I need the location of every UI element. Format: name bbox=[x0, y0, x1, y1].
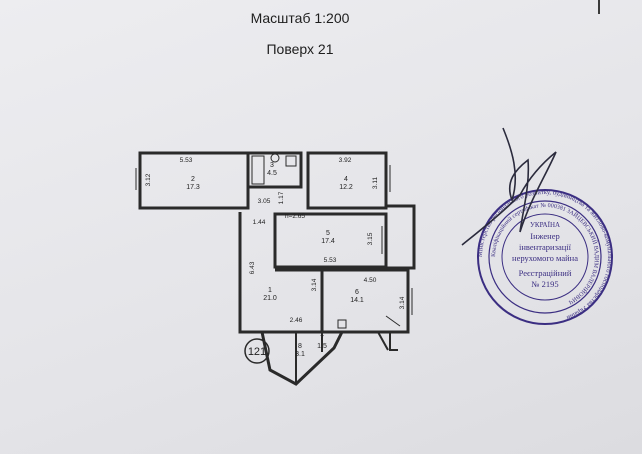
room-5-area: 17.4 bbox=[321, 238, 335, 245]
apartment-number: 121 bbox=[248, 346, 266, 358]
room-1-id: 1 bbox=[268, 287, 272, 294]
dim-room2-depth: 3.12 bbox=[145, 173, 152, 186]
room-5-id: 5 bbox=[326, 230, 330, 237]
room-4-id: 4 bbox=[344, 176, 348, 183]
page-edge bbox=[598, 0, 600, 14]
room-2-id: 2 bbox=[191, 176, 195, 183]
stamp-line-4: Реєстраційний bbox=[519, 268, 572, 278]
wing-stub bbox=[389, 332, 398, 351]
wing-walls bbox=[342, 331, 389, 351]
inspector-stamp: Міністерство регіонального розвитку, буд… bbox=[461, 127, 613, 325]
stamp-line-3: нерухомого майна bbox=[512, 253, 578, 263]
room-8-id: 8 bbox=[298, 343, 302, 350]
ceiling-height: h=2.65 bbox=[285, 213, 305, 220]
bathtub-icon bbox=[251, 155, 265, 185]
stamp-line-2: інвентаризації bbox=[519, 242, 572, 252]
dim-corridor-width: 1.44 bbox=[253, 219, 266, 226]
shaft-icon bbox=[337, 319, 347, 329]
sink-icon bbox=[270, 153, 280, 163]
stamp-inner-circle bbox=[501, 213, 589, 301]
toilet-icon bbox=[285, 155, 297, 167]
lower-block-walls bbox=[260, 331, 344, 386]
dim-room2-width: 5.53 bbox=[180, 157, 193, 164]
room-3-walls bbox=[246, 151, 303, 189]
dim-room3-width: 3.05 bbox=[258, 198, 271, 205]
room-labels: 2 17.3 3 4.5 4 12.2 5 17.4 1 21.0 6 14.1… bbox=[186, 162, 364, 358]
plan-windows bbox=[135, 165, 413, 315]
floor-label: Поверх 21 bbox=[266, 41, 334, 57]
room-1-area: 21.0 bbox=[263, 295, 277, 302]
dim-room6-width: 4.50 bbox=[364, 277, 377, 284]
apartment-number-circle bbox=[244, 338, 270, 364]
stamp-line-1: Інженер bbox=[530, 231, 559, 241]
dim-room3-depth: 1.17 bbox=[278, 191, 285, 204]
dim-room5-depth: 3.15 bbox=[367, 232, 374, 245]
room-4-area: 12.2 bbox=[339, 184, 353, 191]
dim-room6-depth: 3.14 bbox=[399, 296, 406, 309]
room-6-area: 14.1 bbox=[350, 297, 364, 304]
scale-label: Масштаб 1:200 bbox=[250, 10, 350, 26]
dim-room1-depth: 3.14 bbox=[311, 278, 318, 291]
dim-room1-width: 2.46 bbox=[290, 317, 303, 324]
dim-room4-depth: 3.11 bbox=[372, 177, 379, 190]
dim-room4-width: 3.92 bbox=[339, 157, 352, 164]
stamp-middle-circle bbox=[488, 200, 602, 314]
stamp-outer-circle bbox=[477, 189, 613, 325]
room-7-id: 7 bbox=[320, 335, 324, 342]
room-2-area: 17.3 bbox=[186, 184, 200, 191]
signature bbox=[461, 127, 557, 246]
room-5-walls bbox=[273, 212, 388, 269]
hall-left-wall bbox=[238, 212, 262, 334]
balcony-walls bbox=[386, 204, 416, 270]
stamp-line-5: № 2195 bbox=[531, 279, 558, 289]
room-8-area: 3.1 bbox=[295, 351, 305, 358]
room-3-area: 4.5 bbox=[267, 170, 277, 177]
room-7-area: 1.5 bbox=[317, 343, 327, 350]
bathroom-fixtures bbox=[251, 153, 401, 329]
stamp-top-label: УКРАЇНА bbox=[530, 221, 560, 229]
room-3-id: 3 bbox=[270, 162, 274, 169]
dim-room5-width: 5.53 bbox=[324, 257, 337, 264]
dimension-labels: 5.53 3.12 3.05 1.17 3.92 3.11 1.44 h=2.6… bbox=[145, 157, 406, 324]
room-6-id: 6 bbox=[355, 289, 359, 296]
stove-icon bbox=[385, 315, 401, 327]
room-4-walls bbox=[306, 151, 388, 210]
plan-walls bbox=[138, 151, 416, 386]
dim-hall-length: 6.43 bbox=[249, 261, 256, 274]
